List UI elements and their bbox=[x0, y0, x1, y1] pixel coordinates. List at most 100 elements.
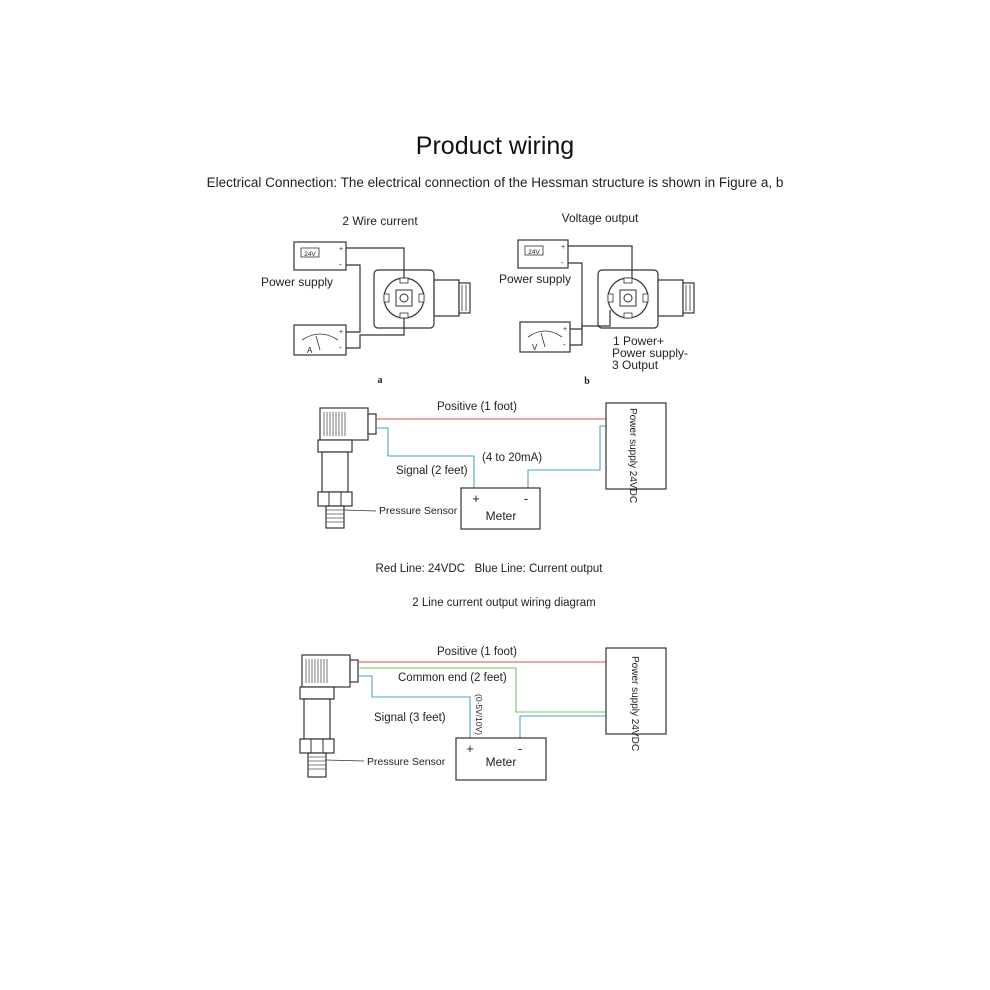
wire-a-loop bbox=[346, 264, 361, 333]
power-supply-label: Power supply 24VDC bbox=[629, 656, 640, 751]
center-screw-icon bbox=[623, 293, 633, 303]
supply-display-value: 24V bbox=[528, 249, 540, 256]
meter-needle-icon bbox=[315, 335, 321, 351]
connector-neck bbox=[433, 279, 460, 317]
meter-scale-icon bbox=[301, 333, 339, 341]
meter-label: Meter bbox=[486, 509, 517, 523]
power-supply-box bbox=[605, 402, 667, 490]
pressure-sensor-label: Pressure Sensor bbox=[367, 756, 446, 768]
pin-legend-1: 1 Power+ bbox=[613, 334, 664, 348]
figure-a-ammeter: A + - bbox=[293, 324, 347, 356]
page-title: Product wiring bbox=[415, 132, 575, 160]
meter-scale-icon bbox=[527, 330, 563, 338]
range-label: (4 to 20mA) bbox=[482, 452, 542, 464]
sensor-collar bbox=[317, 439, 353, 453]
pin-3-icon bbox=[399, 312, 409, 319]
plus-terminal: + bbox=[561, 244, 565, 251]
meter-label: Meter bbox=[486, 755, 517, 769]
figure-a-connector bbox=[373, 269, 471, 329]
signal-label: Signal (2 feet) bbox=[396, 465, 468, 477]
signal-wire bbox=[376, 427, 475, 488]
figure-b: Voltage output 24V + - Power supply V + … bbox=[499, 211, 695, 387]
line-legend: Red Line: 24VDC Blue Line: Current outpu… bbox=[376, 563, 604, 575]
connector-cable-gland bbox=[682, 282, 695, 314]
pin-legend-2: Power supply- bbox=[612, 346, 688, 360]
wire-b-minus bbox=[568, 262, 583, 330]
diagram-caption: 2 Line current output wiring diagram bbox=[412, 597, 595, 609]
connector-cable-gland bbox=[458, 282, 471, 314]
wire-a-plus bbox=[346, 247, 405, 278]
figure-a-caption: a bbox=[378, 375, 383, 386]
figure-b-voltmeter: V + - bbox=[519, 321, 571, 353]
sensor-hex-nut bbox=[317, 491, 353, 507]
cable-gland bbox=[367, 413, 377, 435]
figure-a-heading: 2 Wire current bbox=[342, 214, 418, 228]
figure-b-connector bbox=[597, 269, 695, 329]
connector-pin-block bbox=[395, 289, 413, 307]
sensor-head bbox=[319, 407, 369, 441]
figure-a-power-supply: 24V + - bbox=[293, 241, 347, 271]
pressure-sensor-2wire bbox=[317, 407, 377, 529]
connector-neck bbox=[657, 279, 684, 317]
meter-needle-icon bbox=[540, 332, 546, 348]
wire-b-plus bbox=[568, 245, 633, 278]
wire-b-output bbox=[570, 310, 611, 346]
meter-letter: V bbox=[532, 343, 538, 352]
pressure-sensor-3wire bbox=[299, 654, 365, 778]
lcd-display-icon bbox=[524, 245, 544, 256]
minus-terminal: - bbox=[561, 258, 564, 267]
figure-b-power-supply-label: Power supply bbox=[499, 272, 571, 286]
meter-plus: + bbox=[472, 491, 480, 506]
power-supply-box bbox=[605, 647, 667, 735]
figure-b-caption: b bbox=[584, 376, 590, 387]
meter-plus: + bbox=[466, 741, 474, 756]
meter-minus: - bbox=[518, 741, 522, 756]
power-supply-label: Power supply 24VDC bbox=[627, 408, 638, 503]
sensor-thread bbox=[325, 505, 345, 529]
meter-return-wire bbox=[519, 715, 606, 738]
sensor-leader-line bbox=[343, 509, 377, 512]
range-label: (0-5V/10V) bbox=[474, 694, 484, 735]
plus-terminal: + bbox=[339, 329, 343, 336]
figure-a-power-supply-label: Power supply bbox=[261, 275, 333, 289]
sensor-body bbox=[321, 451, 349, 493]
pin-2-icon bbox=[607, 293, 614, 303]
connector-pin-block bbox=[619, 289, 637, 307]
lcd-display-icon bbox=[300, 247, 320, 258]
figure-b-heading: Voltage output bbox=[562, 211, 639, 225]
figure-b-power-supply: 24V + - bbox=[517, 239, 569, 269]
page-subtitle: Electrical Connection: The electrical co… bbox=[206, 175, 784, 190]
pressure-sensor-label: Pressure Sensor bbox=[379, 505, 458, 517]
signal-wire bbox=[358, 675, 471, 738]
center-screw-icon bbox=[399, 293, 409, 303]
diagram-3wire: Pressure Sensor Positive (1 foot) Common… bbox=[299, 646, 667, 781]
common-wire bbox=[358, 667, 606, 713]
wire-a-return bbox=[346, 318, 405, 349]
pin-1-icon bbox=[623, 277, 633, 284]
meter-box bbox=[460, 487, 541, 530]
meter-minus: - bbox=[524, 491, 528, 506]
minus-terminal: - bbox=[339, 260, 342, 269]
current-return-wire bbox=[527, 425, 606, 488]
supply-display-value: 24V bbox=[304, 251, 316, 258]
cable-gland bbox=[349, 659, 359, 683]
ground-pin-icon bbox=[418, 293, 425, 303]
positive-label: Positive (1 foot) bbox=[437, 401, 517, 413]
pin-2-icon bbox=[383, 293, 390, 303]
diagram-2wire: Pressure Sensor Positive (1 foot) Signal… bbox=[317, 401, 667, 609]
plus-terminal: + bbox=[563, 326, 567, 333]
plus-terminal: + bbox=[339, 246, 343, 253]
pin-3-icon bbox=[623, 312, 633, 319]
ground-pin-icon bbox=[642, 293, 649, 303]
meter-box bbox=[455, 737, 547, 781]
pin-1-icon bbox=[399, 277, 409, 284]
common-label: Common end (2 feet) bbox=[398, 672, 507, 684]
sensor-body bbox=[303, 698, 331, 740]
sensor-leader-line bbox=[325, 759, 365, 762]
sensor-collar bbox=[299, 686, 335, 700]
minus-terminal: - bbox=[339, 343, 342, 352]
pin-legend-3: 3 Output bbox=[612, 358, 659, 372]
minus-terminal: - bbox=[563, 340, 566, 349]
figure-a: 2 Wire current 24V + - Power supply A + … bbox=[261, 214, 471, 386]
